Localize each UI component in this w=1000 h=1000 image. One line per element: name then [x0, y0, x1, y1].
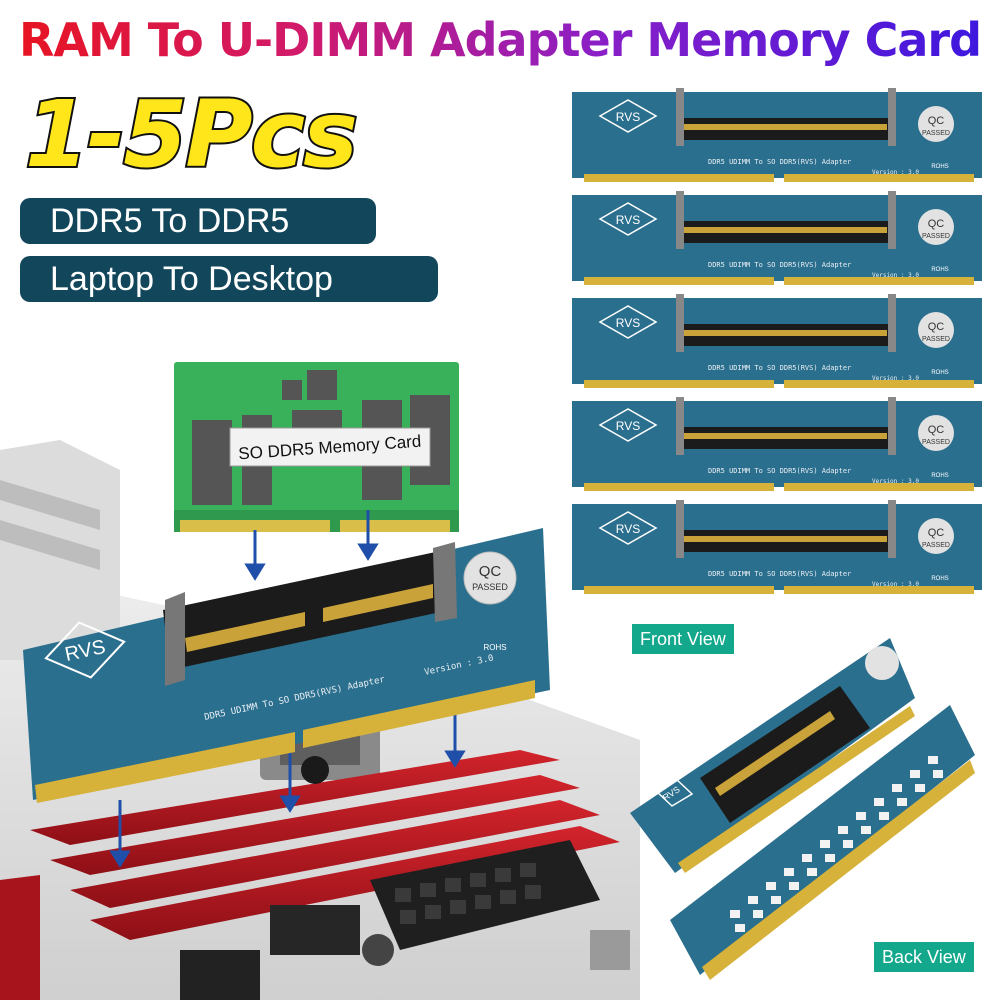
front-card-passed: PASSED — [922, 336, 950, 343]
back-pad — [838, 826, 848, 834]
front-card-qc: QC — [928, 218, 945, 230]
front-card-rohs: ROHS — [931, 267, 948, 273]
front-card-passed: PASSED — [922, 439, 950, 446]
front-view-card-3: RVS QC PASSED ROHS DDR5 UDIMM To SO DDR5(RVS… — [572, 294, 982, 388]
back-pad — [861, 826, 871, 834]
back-pad — [915, 784, 925, 792]
feature-badge-laptop-to-desktop: Laptop To Desktop — [20, 256, 438, 302]
back-pad — [753, 910, 763, 918]
front-card-qc: QC — [928, 115, 945, 127]
front-view-card-stack: RVS QC PASSED ROHS DDR5 UDIMM To SO DDR5(RVS… — [572, 88, 982, 594]
front-card-passed: PASSED — [922, 542, 950, 549]
back-pad — [789, 882, 799, 890]
quantity-text: 1-5Pcs — [23, 79, 360, 190]
front-view-card-5: RVS QC PASSED ROHS DDR5 UDIMM To SO DDR5(RVS… — [572, 500, 982, 594]
back-pad — [910, 770, 920, 778]
back-pad — [879, 812, 889, 820]
front-card-model: DDR5 UDIMM To SO DDR5(RVS) Adapter — [708, 364, 851, 372]
front-view-label: Front View — [632, 624, 734, 654]
sodimm-memory-card: SO DDR5 Memory Card — [174, 362, 459, 532]
front-card-model: DDR5 UDIMM To SO DDR5(RVS) Adapter — [708, 158, 851, 166]
back-pad — [802, 854, 812, 862]
front-card-version: Version : 3.0 — [872, 478, 919, 485]
front-card-version: Version : 3.0 — [872, 375, 919, 382]
back-pad — [820, 840, 830, 848]
back-pad — [928, 756, 938, 764]
front-view-card-4: RVS QC PASSED ROHS DDR5 UDIMM To SO DDR5(RVS… — [572, 397, 982, 491]
front-card-passed: PASSED — [922, 233, 950, 240]
main-card-passed: PASSED — [472, 582, 508, 592]
product-title: RAM To U-DIMM Adapter Memory Card — [0, 10, 1000, 70]
back-pad — [892, 784, 902, 792]
front-card-version: Version : 3.0 — [872, 581, 919, 588]
front-card-model: DDR5 UDIMM To SO DDR5(RVS) Adapter — [708, 467, 851, 475]
front-card-brand: RVS — [616, 316, 640, 330]
front-card-version: Version : 3.0 — [872, 272, 919, 279]
main-adapter-card: RVS QC PASSED ROHS DDR5 UDIMM To SO DDR5… — [23, 528, 550, 803]
back-pad — [748, 896, 758, 904]
insert-arrows — [109, 510, 466, 868]
sodimm-label-plate — [229, 427, 431, 467]
back-view-label: Back View — [874, 942, 974, 972]
front-view-card-2: RVS QC PASSED ROHS DDR5 UDIMM To SO DDR5(RVS… — [572, 191, 982, 285]
back-pad — [771, 896, 781, 904]
back-pad — [784, 868, 794, 876]
back-pad — [856, 812, 866, 820]
main-card-rohs: ROHS — [483, 643, 506, 652]
back-pad — [730, 910, 740, 918]
back-pad — [874, 798, 884, 806]
front-card-rohs: ROHS — [931, 576, 948, 582]
front-card-qc: QC — [928, 527, 945, 539]
back-pad — [897, 798, 907, 806]
back-pad — [825, 854, 835, 862]
back-pad — [933, 770, 943, 778]
back-pad — [735, 924, 745, 932]
angled-front-card: RVS — [630, 638, 915, 873]
front-card-rohs: ROHS — [931, 164, 948, 170]
front-card-rohs: ROHS — [931, 370, 948, 376]
front-card-model: DDR5 UDIMM To SO DDR5(RVS) Adapter — [708, 261, 851, 269]
front-card-passed: PASSED — [922, 130, 950, 137]
front-card-qc: QC — [928, 321, 945, 333]
front-card-qc: QC — [928, 424, 945, 436]
feature-badge-ddr5: DDR5 To DDR5 — [20, 198, 376, 244]
back-pad — [807, 868, 817, 876]
back-pad — [766, 882, 776, 890]
front-card-version: Version : 3.0 — [872, 169, 919, 176]
front-card-rohs: ROHS — [931, 473, 948, 479]
main-card-qc: QC — [479, 563, 502, 580]
back-pad — [843, 840, 853, 848]
front-view-card-1: RVS QC PASSED ROHS DDR5 UDIMM To SO DDR5(RVS… — [572, 88, 982, 182]
front-card-brand: RVS — [616, 213, 640, 227]
front-card-brand: RVS — [616, 522, 640, 536]
front-card-brand: RVS — [616, 419, 640, 433]
front-card-model: DDR5 UDIMM To SO DDR5(RVS) Adapter — [708, 570, 851, 578]
front-card-brand: RVS — [616, 110, 640, 124]
back-view-card — [670, 705, 975, 980]
